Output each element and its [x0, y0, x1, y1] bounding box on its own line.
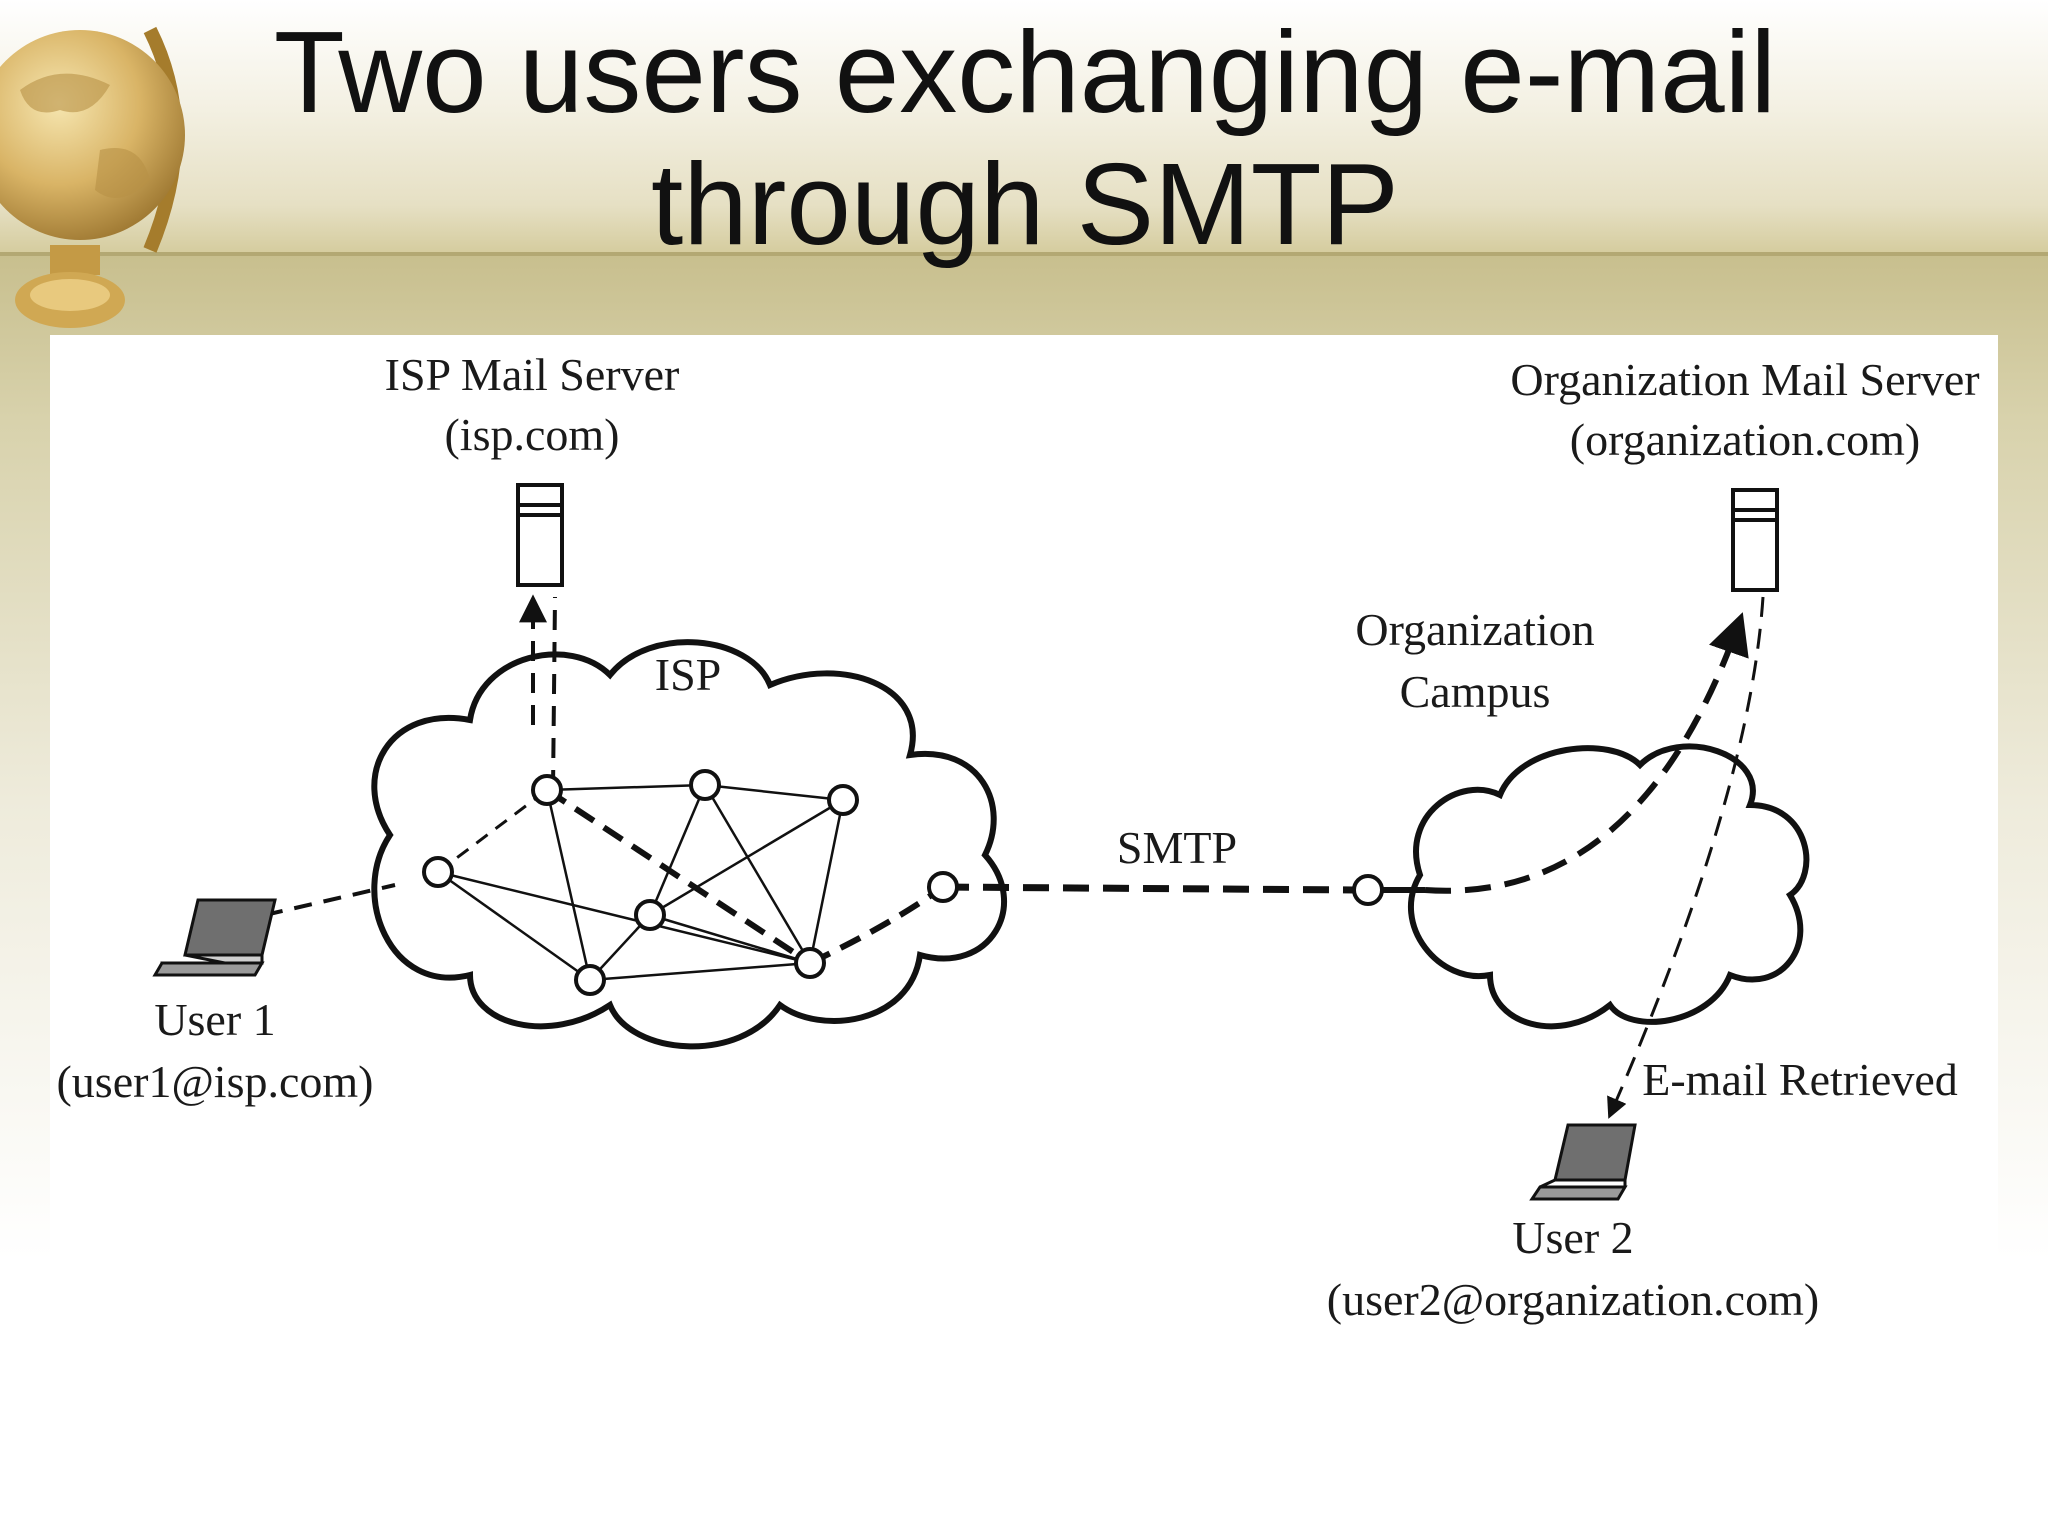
network-nodes [422, 769, 1384, 996]
isp-cloud-label: ISP [655, 649, 721, 700]
user1-laptop-icon [152, 898, 277, 977]
network-node [689, 769, 721, 801]
title-band [0, 0, 2048, 256]
org-server-icon [1731, 488, 1779, 592]
org-server-domain: (organization.com) [1570, 414, 1920, 465]
isp-server-icon [516, 483, 564, 587]
user2-laptop-icon [1529, 1123, 1637, 1201]
org-server-label: Organization Mail Server [1510, 354, 1979, 405]
isp-server-label: ISP Mail Server [385, 349, 680, 400]
isp-network-links [437, 783, 845, 982]
smtp-diagram: ISP Mail Server (isp.com) ISP Organizati… [56, 349, 1979, 1325]
smtp-label: SMTP [1117, 822, 1237, 873]
network-node [634, 899, 666, 931]
network-node [927, 871, 959, 903]
org-campus-label-line-1: Organization [1355, 604, 1594, 655]
network-node [794, 947, 826, 979]
org-cloud-icon [1407, 743, 1810, 1030]
network-node [574, 964, 606, 996]
globe-icon [0, 26, 185, 328]
user2-label: User 2 [1512, 1212, 1633, 1263]
network-node [422, 856, 454, 888]
org-campus-label-line-2: Campus [1400, 666, 1551, 717]
email-retrieved-label: E-mail Retrieved [1642, 1054, 1958, 1105]
slide-title-line-1: Two users exchanging e-mail [273, 7, 1777, 137]
network-node [531, 774, 563, 806]
user1-label: User 1 [154, 994, 275, 1045]
diagram-panel: ISP Mail Server (isp.com) ISP Organizati… [50, 335, 1998, 1335]
title-rule [0, 252, 2048, 256]
user2-email: (user2@organization.com) [1327, 1274, 1819, 1325]
gateway-node [1352, 874, 1384, 906]
network-node [827, 784, 859, 816]
user1-email: (user1@isp.com) [56, 1056, 373, 1107]
isp-server-domain: (isp.com) [444, 409, 619, 460]
isp-cloud-icon [371, 639, 1007, 1050]
slide-title-line-2: through SMTP [651, 139, 1399, 269]
slide-title: Two users exchanging e-mail through SMTP [180, 6, 1870, 270]
